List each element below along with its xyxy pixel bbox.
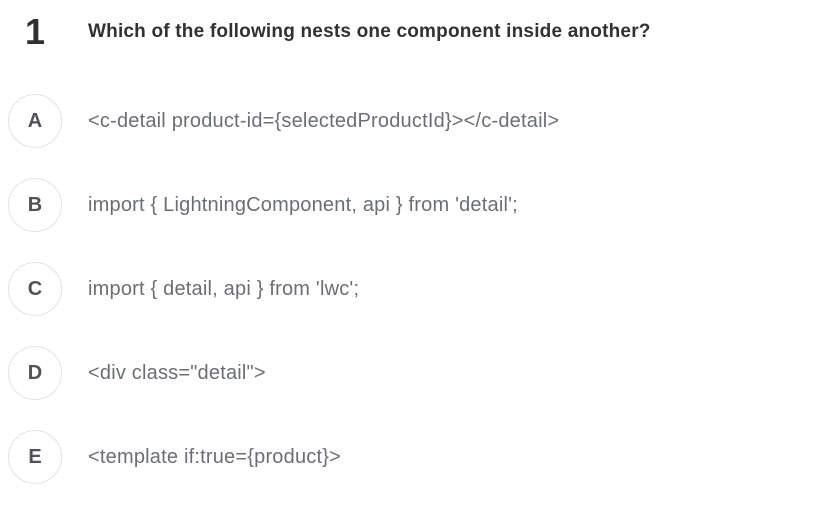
answer-option-e[interactable]: E <template if:true={product}> bbox=[0, 430, 818, 484]
answer-option-d[interactable]: D <div class="detail"> bbox=[0, 346, 818, 400]
option-text[interactable]: <c-detail product-id={selectedProductId}… bbox=[88, 109, 560, 132]
option-text[interactable]: <div class="detail"> bbox=[88, 361, 266, 384]
question-text: Which of the following nests one compone… bbox=[88, 21, 651, 42]
answer-option-a[interactable]: A <c-detail product-id={selectedProductI… bbox=[0, 94, 818, 148]
option-text[interactable]: <template if:true={product}> bbox=[88, 445, 341, 468]
answer-option-c[interactable]: C import { detail, api } from 'lwc'; bbox=[0, 262, 818, 316]
option-text[interactable]: import { LightningComponent, api } from … bbox=[88, 193, 518, 216]
option-text[interactable]: import { detail, api } from 'lwc'; bbox=[88, 277, 360, 300]
question-number-column: 1 bbox=[8, 14, 62, 50]
option-letter-badge[interactable]: E bbox=[8, 430, 62, 484]
question-number: 1 bbox=[24, 11, 46, 52]
option-letter-badge[interactable]: D bbox=[8, 346, 62, 400]
answer-option-b[interactable]: B import { LightningComponent, api } fro… bbox=[0, 178, 818, 232]
question-header: 1 Which of the following nests one compo… bbox=[0, 5, 818, 59]
option-letter-badge[interactable]: B bbox=[8, 178, 62, 232]
option-letter-badge[interactable]: A bbox=[8, 94, 62, 148]
quiz-question-panel: 1 Which of the following nests one compo… bbox=[0, 5, 818, 484]
option-letter-badge[interactable]: C bbox=[8, 262, 62, 316]
